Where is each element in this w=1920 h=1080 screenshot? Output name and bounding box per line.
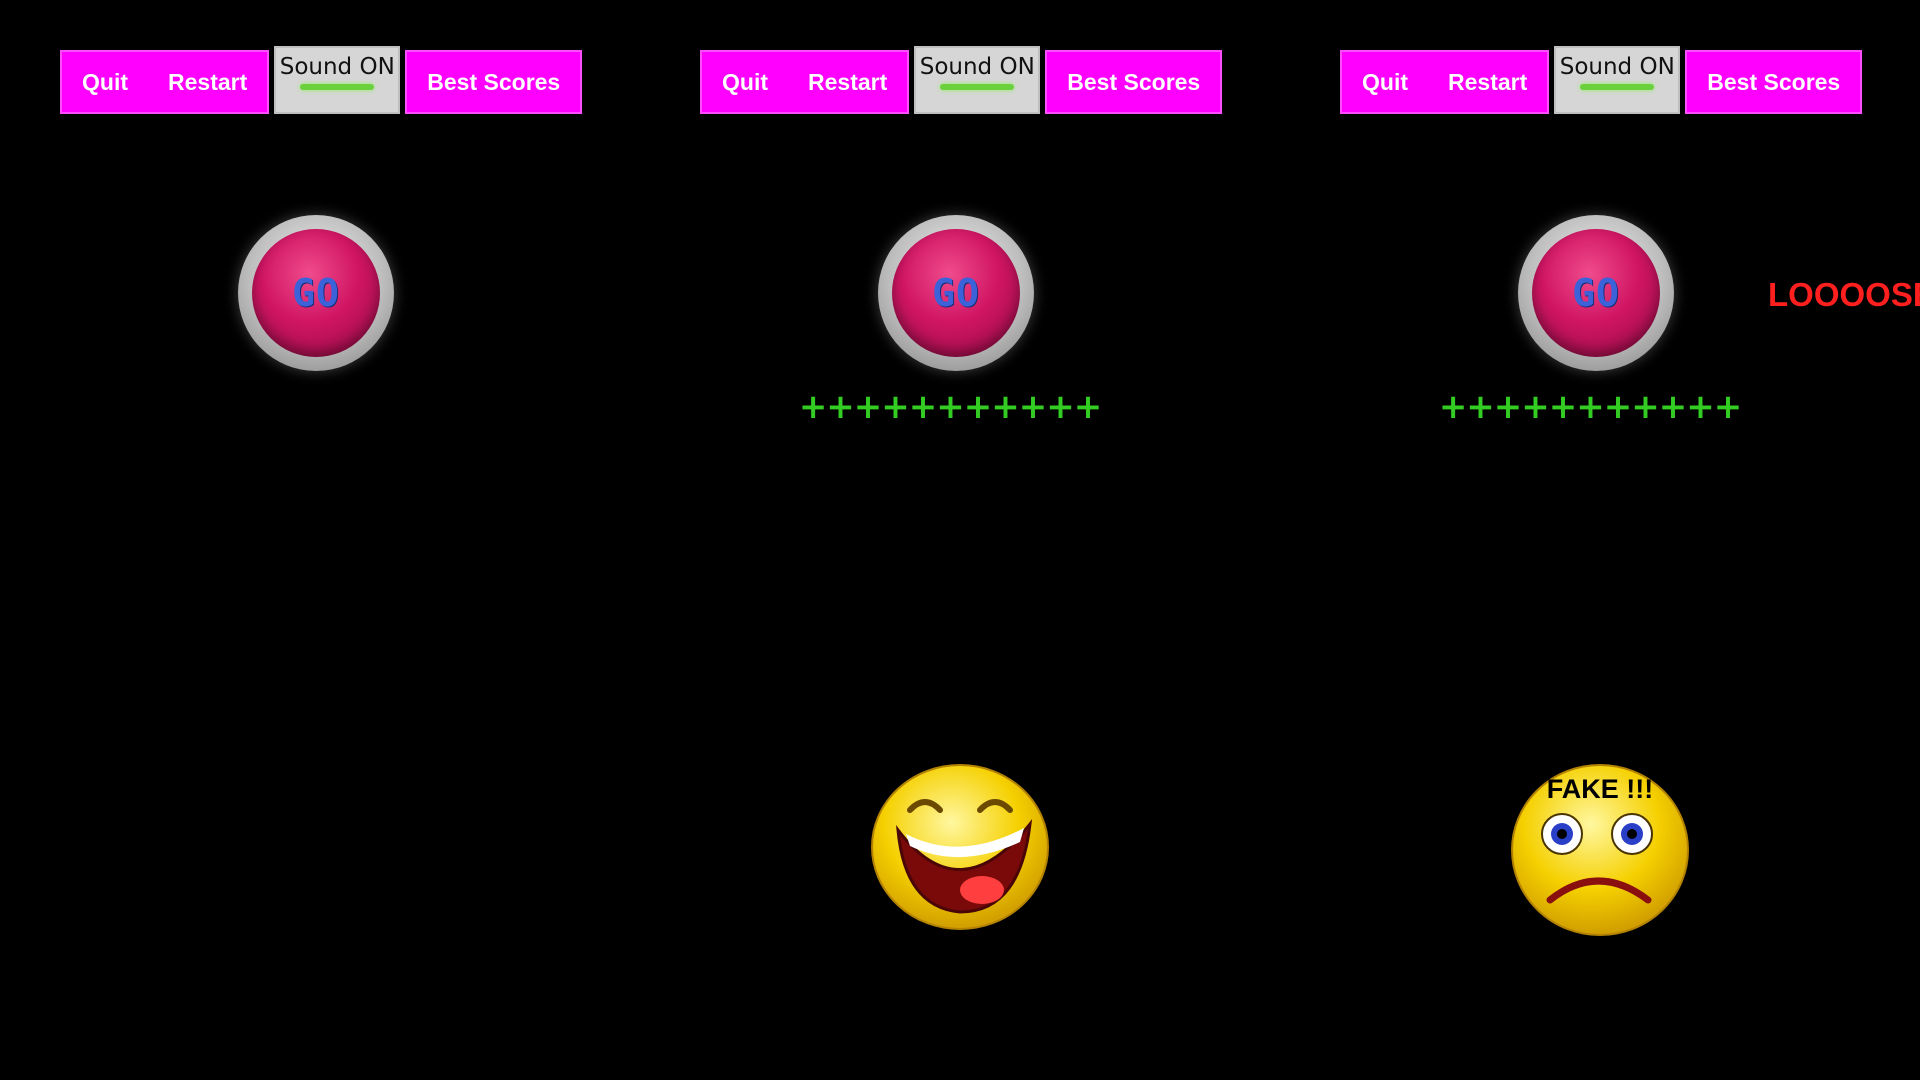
screen-2: Quit Restart Sound ON Best Scores GO +++…	[640, 0, 1280, 1080]
go-label: GO	[932, 271, 980, 315]
sound-indicator-led	[1580, 84, 1655, 90]
go-button-face: GO	[892, 229, 1020, 357]
toolbar: Quit Restart Sound ON Best Scores	[1340, 46, 1863, 116]
quit-button[interactable]: Quit	[1362, 68, 1408, 95]
screen-3: Quit Restart Sound ON Best Scores GO LOO…	[1280, 0, 1920, 1080]
progress-marks: +++++++++++	[798, 387, 1102, 427]
restart-button[interactable]: Restart	[1448, 68, 1528, 95]
toolbar: Quit Restart Sound ON Best Scores	[700, 46, 1223, 116]
sound-toggle-button[interactable]: Sound ON	[274, 46, 401, 114]
sound-toggle-label: Sound ON	[919, 54, 1035, 80]
sound-toggle-button[interactable]: Sound ON	[914, 46, 1041, 114]
best-scores-button[interactable]: Best Scores	[1685, 50, 1863, 114]
quit-restart-group: Quit Restart	[700, 50, 910, 114]
laughing-smiley-icon	[871, 764, 1049, 930]
go-label: GO	[1572, 271, 1620, 315]
go-button-face: GO	[252, 229, 380, 357]
fake-message: FAKE !!!	[1546, 774, 1654, 804]
quit-restart-group: Quit Restart	[1340, 50, 1550, 114]
quit-button[interactable]: Quit	[722, 68, 768, 95]
restart-button[interactable]: Restart	[168, 68, 248, 95]
quit-button[interactable]: Quit	[82, 68, 128, 95]
best-scores-button[interactable]: Best Scores	[1045, 50, 1223, 114]
restart-button[interactable]: Restart	[808, 68, 888, 95]
go-button[interactable]: GO	[1518, 215, 1674, 371]
sound-toggle-label: Sound ON	[279, 54, 395, 80]
quit-restart-group: Quit Restart	[60, 50, 270, 114]
sound-indicator-led	[940, 84, 1015, 90]
sound-toggle-button[interactable]: Sound ON	[1554, 46, 1681, 114]
best-scores-button[interactable]: Best Scores	[405, 50, 583, 114]
go-button[interactable]: GO	[238, 215, 394, 371]
go-button-face: GO	[1532, 229, 1660, 357]
go-label: GO	[292, 271, 340, 315]
sad-smiley-icon	[1511, 764, 1689, 936]
sad-smiley: FAKE !!!	[1510, 762, 1690, 937]
progress-marks: +++++++++++	[1438, 387, 1742, 427]
sound-indicator-led	[300, 84, 375, 90]
toolbar: Quit Restart Sound ON Best Scores	[60, 46, 583, 116]
screen-1: Quit Restart Sound ON Best Scores GO	[0, 0, 640, 1080]
loser-message: LOOOOSER !!!	[1768, 276, 1920, 313]
go-button[interactable]: GO	[878, 215, 1034, 371]
sound-toggle-label: Sound ON	[1559, 54, 1675, 80]
